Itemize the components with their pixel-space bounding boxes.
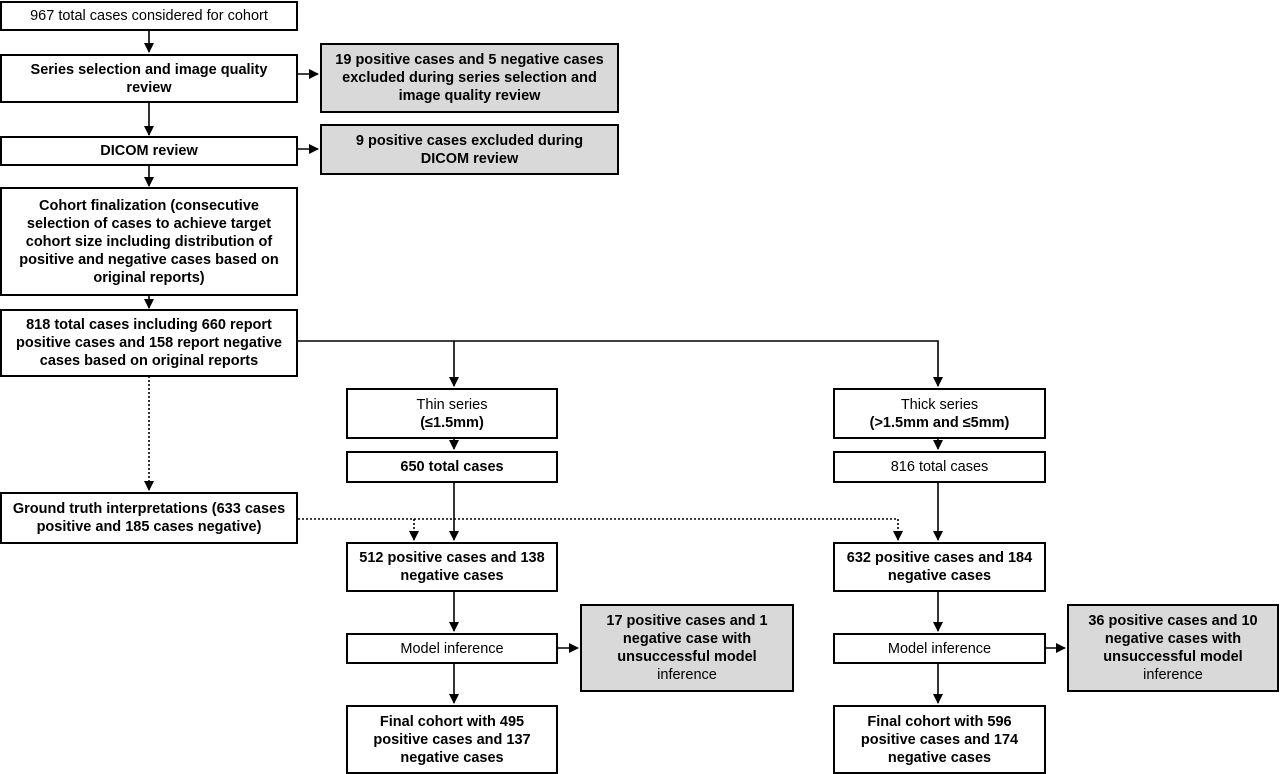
thin-total-text: 650 total cases [400, 459, 504, 475]
start-text: 967 total cases considered for cohort [30, 8, 268, 24]
thin-final-box: Final cohort with 495 positive cases and… [346, 705, 558, 774]
thin-split-text: 512 positive cases and 138 negative case… [359, 550, 545, 584]
thick-final-text: Final cohort with 596 positive cases and… [860, 713, 1019, 766]
dicom-excluded-text: 9 positive cases excluded during DICOM r… [355, 132, 584, 167]
cohort-finalization-box: Cohort finalization (consecutive selecti… [0, 187, 298, 296]
thick-split-text: 632 positive cases and 184 negative case… [846, 550, 1033, 584]
thick-series-box: Thick series (>1.5mm and ≤5mm) [833, 388, 1046, 439]
total-818-box: 818 total cases including 660 report pos… [0, 309, 298, 377]
dicom-excluded-box: 9 positive cases excluded during DICOM r… [320, 124, 619, 175]
thick-total-text: 816 total cases [890, 459, 989, 475]
thick-failed-box: 36 positive cases and 10 negative cases … [1067, 604, 1279, 692]
thick-final-box: Final cohort with 596 positive cases and… [833, 705, 1046, 774]
thin-final-text: Final cohort with 495 positive cases and… [373, 713, 531, 766]
total-818-text: 818 total cases including 660 report pos… [16, 317, 282, 369]
cohort-finalization-text: Cohort finalization (consecutive selecti… [19, 197, 279, 286]
series-excluded-box: 19 positive cases and 5 negative cases e… [320, 43, 619, 113]
start-box: 967 total cases considered for cohort [0, 1, 298, 31]
thin-series-box: Thin series (≤1.5mm) [346, 388, 558, 439]
thin-failed-text: 17 positive cases and 1 negative case wi… [606, 613, 768, 665]
ground-truth-box: Ground truth interpretations (633 cases … [0, 492, 298, 544]
series-review-text: Series selection and image quality revie… [30, 61, 268, 96]
thick-series-range: (>1.5mm and ≤5mm) [869, 414, 1010, 431]
thick-total-box: 816 total cases [833, 451, 1046, 483]
thin-split-box: 512 positive cases and 138 negative case… [346, 542, 558, 592]
thin-total-box: 650 total cases [346, 451, 558, 483]
dotted-ground-truth-to-thick [298, 518, 903, 541]
series-review-box: Series selection and image quality revie… [0, 54, 298, 103]
thin-series-label: Thin series [416, 396, 488, 413]
thick-inference-box: Model inference [833, 633, 1046, 664]
thick-failed-tail: inference [1143, 667, 1203, 683]
thin-inference-text: Model inference [400, 640, 504, 657]
thin-inference-box: Model inference [346, 633, 558, 664]
thick-series-label: Thick series [900, 396, 979, 413]
branch-line-thick [298, 340, 943, 387]
thick-split-box: 632 positive cases and 184 negative case… [833, 542, 1046, 592]
dicom-review-text: DICOM review [100, 143, 198, 159]
thin-series-range: (≤1.5mm) [420, 414, 484, 431]
ground-truth-text: Ground truth interpretations (633 cases … [12, 501, 286, 535]
series-excluded-text: 19 positive cases and 5 negative cases e… [335, 52, 604, 104]
thin-failed-box: 17 positive cases and 1 negative case wi… [580, 604, 794, 692]
thick-failed-text: 36 positive cases and 10 negative cases … [1088, 613, 1258, 665]
thick-inference-text: Model inference [887, 640, 992, 657]
dicom-review-box: DICOM review [0, 136, 298, 166]
thin-failed-tail: inference [657, 667, 717, 683]
